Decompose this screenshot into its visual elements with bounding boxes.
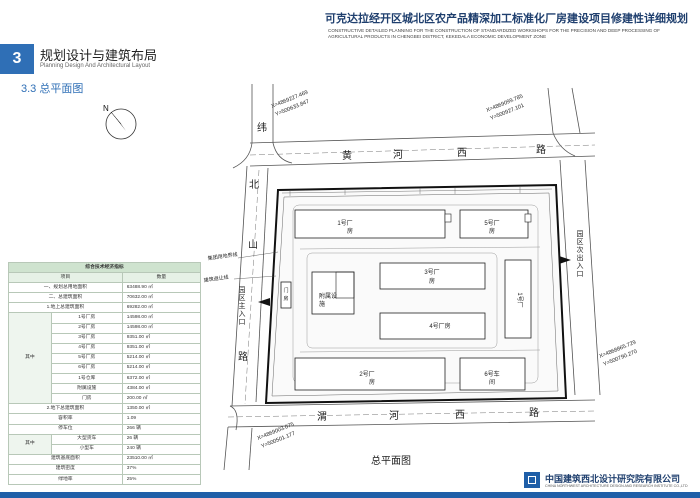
section-number-badge: 3: [0, 44, 34, 74]
logo-icon: [524, 472, 540, 488]
svg-text:主: 主: [239, 301, 246, 310]
building-3-label: 3号厂: [424, 269, 439, 276]
road-lines: [223, 84, 601, 471]
svg-text:口: 口: [239, 318, 246, 326]
building-3-factory: [379, 262, 486, 290]
bottom-band: [0, 492, 700, 498]
svg-text:房: 房: [489, 227, 495, 235]
section-title-english: Planning Design And Architectural Layout: [40, 63, 151, 69]
building-4-label: 4号厂房: [429, 322, 450, 330]
svg-text:北: 北: [249, 179, 259, 191]
gate-house: [280, 281, 292, 309]
svg-text:房: 房: [369, 378, 375, 386]
building-6-workshop: [459, 357, 526, 391]
site-boundary: [264, 183, 568, 405]
dimension-line: [281, 187, 553, 196]
auxiliary-label: 附属设: [319, 292, 337, 300]
svg-text:路: 路: [529, 406, 539, 419]
main-entrance-label: 园: [239, 286, 246, 294]
setback-line-label: 建筑退让线: [203, 274, 229, 284]
svg-text:房: 房: [283, 295, 288, 302]
plan-caption: 总平面图: [371, 456, 411, 467]
table-category: 其中: [8, 312, 52, 405]
table-header-item: 项目: [8, 272, 123, 284]
svg-text:出: 出: [577, 253, 584, 262]
table-header-value: 数量: [121, 272, 202, 284]
svg-text:施: 施: [319, 300, 325, 308]
building-5-factory: [459, 209, 529, 239]
building-2-factory: [294, 357, 446, 391]
road-label-west-1: 山: [248, 239, 258, 251]
table-category: 其中: [8, 433, 52, 455]
svg-text:西: 西: [455, 410, 465, 421]
road-centerlines: [227, 144, 596, 418]
svg-text:河: 河: [393, 149, 403, 161]
building-1-factory: [294, 209, 446, 239]
table-title: 综合技术经济指标: [8, 261, 201, 274]
north-arrow-icon: N: [103, 104, 137, 140]
svg-text:西: 西: [457, 148, 467, 159]
road-label-north-short: 纬: [257, 121, 267, 134]
svg-text:入: 入: [577, 262, 584, 270]
section-title: 规划设计与建筑布局: [40, 48, 158, 63]
svg-text:次: 次: [577, 245, 584, 254]
svg-text:间: 间: [489, 378, 495, 386]
document-title-english: CONSTRUCTIVE DETAILED PLANNING FOR THE C…: [328, 28, 660, 39]
svg-text:区: 区: [239, 294, 246, 302]
warehouse-label: 1号厂: [516, 292, 523, 307]
svg-text:口: 口: [577, 270, 584, 278]
building-1-label: 1号厂: [337, 220, 352, 227]
auxiliary-facility: [311, 271, 355, 315]
svg-text:路: 路: [536, 143, 546, 156]
organization-name-english: CHINA NORTHWEST ARCHITECTURE DESIGN AND …: [545, 484, 688, 488]
svg-text:河: 河: [389, 410, 399, 422]
svg-text:房: 房: [429, 277, 435, 285]
warehouse-1: [504, 259, 532, 339]
gate-house-label: 门: [283, 287, 288, 294]
road-label-north-1: 黄: [342, 149, 352, 162]
svg-text:路: 路: [238, 350, 248, 363]
subsection-title: 3.3 总平面图: [21, 83, 84, 95]
document-title: 可克达拉经开区城北区农产品精深加工标准化厂房建设项目修建性详细规划: [325, 13, 688, 25]
svg-text:入: 入: [239, 310, 246, 318]
svg-text:N: N: [103, 104, 109, 113]
land-boundary-label: 集团用地界线: [207, 251, 238, 262]
building-5-label: 5号厂: [484, 220, 499, 227]
setback-line: [271, 192, 559, 397]
organization-name: 中国建筑西北设计研究院有限公司: [545, 474, 681, 484]
svg-text:房: 房: [347, 227, 353, 235]
building-4-factory: [379, 312, 486, 340]
svg-text:区: 区: [577, 238, 584, 246]
building-2-label: 2号厂: [359, 371, 374, 378]
building-6-label: 6号车: [484, 370, 499, 378]
road-label-south-1: 渭: [317, 411, 327, 423]
entrance-arrow-icon: [258, 256, 571, 306]
secondary-entrance-label: 园: [577, 230, 584, 238]
